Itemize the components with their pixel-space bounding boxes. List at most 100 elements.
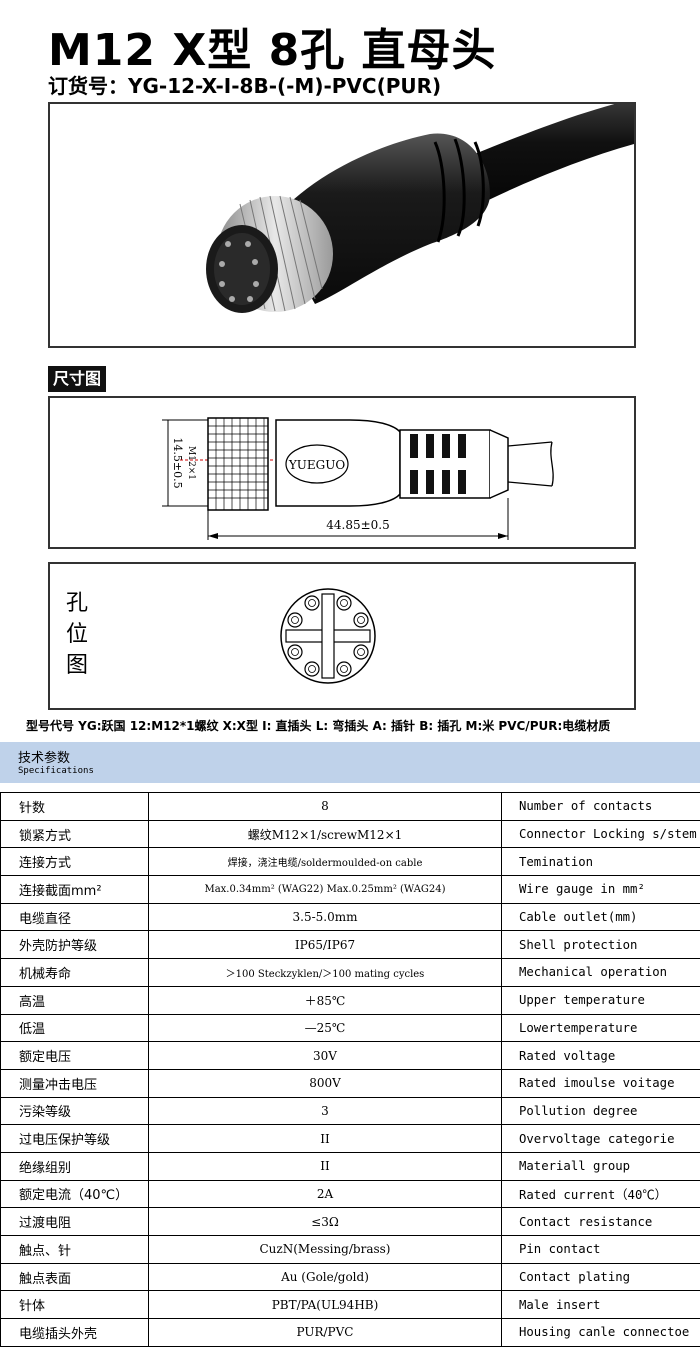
spec-name-cn: 连接方式 [0,847,149,877]
spec-value: Au (Gole/gold) [148,1262,502,1292]
spec-name-cn: 额定电压 [0,1041,149,1070]
spec-name-cn: 锁紧方式 [0,819,149,849]
spec-value: 3.5-5.0mm [148,902,502,932]
length-label: 44.85±0.5 [326,518,390,532]
spec-name-en: Shell protection [501,930,700,960]
spec-value: Max.0.34mm² (WAG22) Max.0.25mm² (WAG24) [148,875,502,904]
spec-name-en: Wire gauge in mm² [501,875,700,904]
spec-name-en: Mechanical operation [501,958,700,987]
spec-name-en: Male insert [501,1290,700,1320]
spec-name-cn: 电缆插头外壳 [0,1318,149,1347]
spec-value: 螺纹M12×1/screwM12×1 [148,819,502,849]
spec-name-cn: 触点表面 [0,1262,149,1292]
spec-name-en: Rated voltage [501,1041,700,1070]
spec-value: ＞100 Steckzyklen/＞100 mating cycles [148,958,502,987]
pin-contacts [287,595,369,677]
spec-value: IP65/IP67 [148,930,502,960]
spec-header: 技术参数 Specifications [0,742,700,783]
spec-name-cn: 针体 [0,1290,149,1320]
spec-name-cn: 外壳防护等级 [0,930,149,960]
spec-value: PBT/PA(UL94HB) [148,1290,502,1320]
spec-value: —25℃ [148,1013,502,1043]
spec-name-en: Pollution degree [501,1096,700,1126]
spec-name-en: Contact plating [501,1262,700,1292]
spec-value: 3 [148,1096,502,1126]
spec-title-en: Specifications [18,766,94,776]
spec-name-cn: 低温 [0,1013,149,1043]
pin-layout-label: 孔 位 图 [64,588,90,681]
spec-name-en: Connector Locking s/stem [501,819,700,849]
spec-title-cn: 技术参数 [18,751,71,766]
spec-name-cn: 过电压保护等级 [0,1124,149,1153]
spec-name-en: Rated current（40℃） [501,1179,700,1209]
spec-name-cn: 额定电流（40℃） [0,1179,149,1209]
dimension-drawing: 14.5±0.5 M12×1 YUEGUO [48,396,636,549]
spec-name-en: Pin contact [501,1235,700,1264]
pin-face-svg [280,588,376,684]
spec-name-en: Housing canle connectoe [501,1318,700,1347]
spec-value: ≤3Ω [148,1207,502,1236]
spec-name-en: Rated imoulse voitage [501,1068,700,1098]
brand-label: YUEGUO [288,458,345,472]
dimension-section-label: 尺寸图 [48,366,107,392]
spec-name-en: Upper temperature [501,985,700,1015]
pin-label-char-2: 位 [65,622,88,647]
spec-name-en: Number of contacts [501,792,700,821]
spec-name-cn: 测量冲击电压 [0,1068,149,1098]
product-photo [48,102,636,348]
spec-name-en: Lowertemperature [501,1013,700,1043]
spec-value: II [148,1124,502,1153]
spec-value: 焊接，浇注电缆/soldermoulded-on cable [148,847,502,877]
spec-name-en: Temination [501,847,700,877]
spec-name-cn: 机械寿命 [0,958,149,987]
spec-name-cn: 高温 [0,985,149,1015]
spec-value: 800V [148,1068,502,1098]
pin-label-char-3: 图 [65,653,88,678]
spec-name-en: Contact resistance [501,1207,700,1236]
diameter-label: 14.5±0.5 [171,437,184,488]
spec-value: 8 [148,792,502,821]
spec-value: 30V [148,1041,502,1070]
spec-name-cn: 连接截面mm² [0,875,149,904]
spec-name-cn: 污染等级 [0,1096,149,1126]
thread-label: M12×1 [186,446,196,480]
spec-name-en: Materiall group [501,1151,700,1181]
spec-name-cn: 过渡电阻 [0,1207,149,1236]
spec-value: ＋85℃ [148,985,502,1015]
spec-name-cn: 绝缘组别 [0,1151,149,1181]
pin-label-char-1: 孔 [65,591,88,616]
spec-name-en: Overvoltage categorie [501,1124,700,1153]
spec-name-cn: 触点、针 [0,1235,149,1264]
spec-value: CuzN(Messing/brass) [148,1235,502,1264]
pin-layout-diagram: 孔 位 图 [48,562,636,710]
spec-value: 2A [148,1179,502,1209]
spec-value: PUR/PVC [148,1318,502,1347]
order-number: 订货号：YG-12-X-I-8B-(-M)-PVC(PUR) [48,74,442,98]
dimension-drawing-svg: 14.5±0.5 M12×1 YUEGUO [162,417,554,540]
connector-photo-illustration [206,104,634,313]
spec-value: II [148,1151,502,1181]
product-title: M12 X型 8孔 直母头 [48,25,497,76]
spec-name-cn: 针数 [0,792,149,821]
